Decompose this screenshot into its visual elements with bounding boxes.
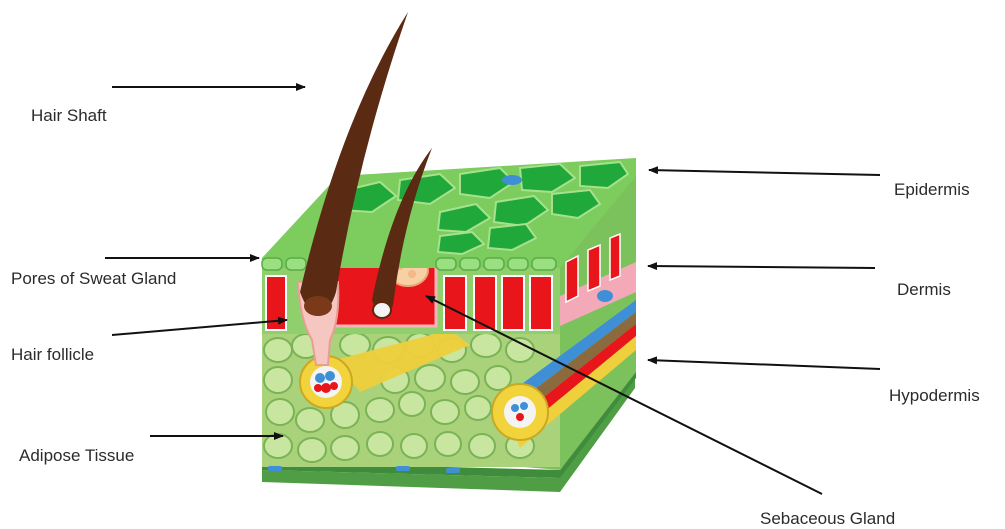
label-pores-of-sweat-gland: Pores of Sweat Gland bbox=[11, 269, 176, 289]
arrow-hair-follicle bbox=[112, 320, 287, 335]
label-hypodermis: Hypodermis bbox=[889, 386, 980, 406]
epidermis-blue-spot bbox=[502, 175, 522, 185]
label-dermis: Dermis bbox=[897, 280, 951, 300]
label-adipose-tissue: Adipose Tissue bbox=[19, 446, 134, 466]
side-blue-spot bbox=[597, 290, 613, 302]
arrow-hypodermis bbox=[648, 360, 880, 369]
label-sebaceous-gland: Sebaceous Gland bbox=[760, 509, 895, 529]
skin-block bbox=[262, 12, 636, 492]
label-hair-shaft: Hair Shaft bbox=[31, 106, 107, 126]
hair-bulb bbox=[304, 296, 332, 316]
arrow-epidermis bbox=[649, 170, 880, 175]
arrow-dermis bbox=[648, 266, 875, 268]
small-hair-bulb bbox=[373, 302, 391, 318]
label-hair-follicle: Hair follicle bbox=[11, 345, 94, 365]
label-epidermis: Epidermis bbox=[894, 180, 970, 200]
